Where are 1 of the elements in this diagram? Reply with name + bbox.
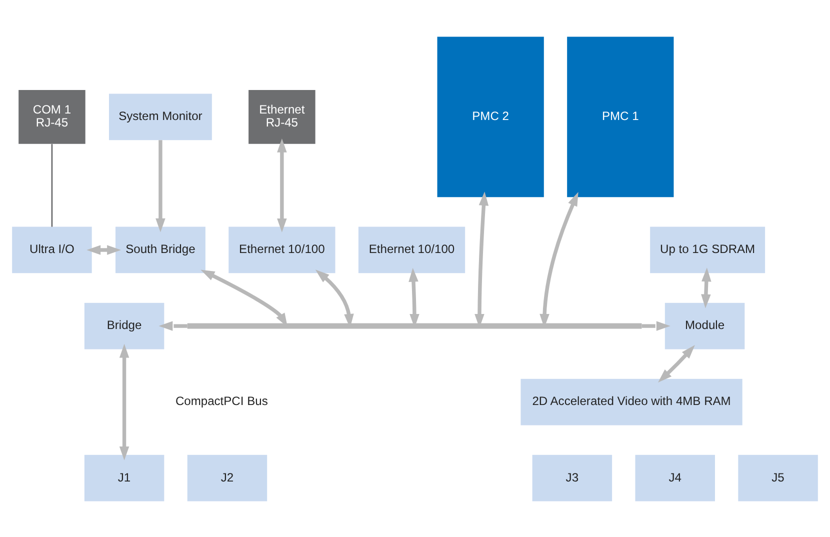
label: CompactPCI Bus bbox=[175, 394, 268, 408]
